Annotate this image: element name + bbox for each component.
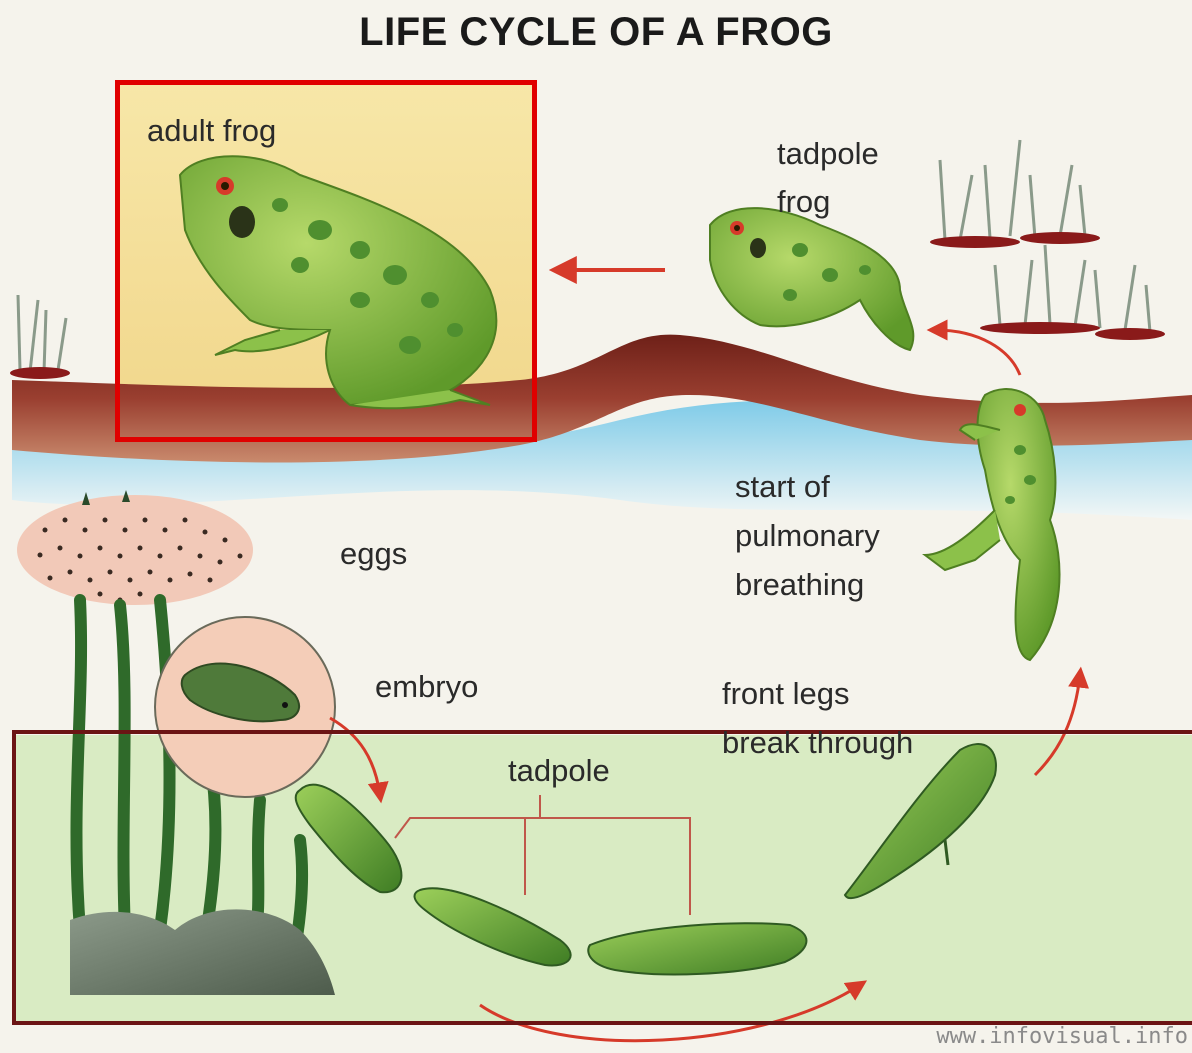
label-front-legs-2: break through [722,724,913,763]
watermark: www.infovisual.info [936,1024,1188,1049]
label-tadpole-frog-2: frog [777,183,830,222]
tadpole-frog [710,208,913,350]
grass-right-top [940,140,1085,240]
label-start-3: breathing [735,566,864,605]
label-eggs: eggs [340,535,407,574]
grass-left [18,295,66,372]
label-start-1: start of [735,468,830,507]
label-embryo: embryo [375,668,478,707]
label-tadpole: tadpole [508,752,610,791]
label-front-legs-1: front legs [722,675,850,714]
diagram-title: LIFE CYCLE OF A FROG [0,10,1192,55]
grass-right-bottom [995,245,1150,332]
label-start-2: pulmonary [735,517,880,556]
egg-cluster [17,490,253,605]
label-tadpole-frog-1: tadpole [777,135,879,174]
arrow-climb-to-froglet [935,330,1020,375]
label-adult-frog: adult frog [147,112,276,151]
